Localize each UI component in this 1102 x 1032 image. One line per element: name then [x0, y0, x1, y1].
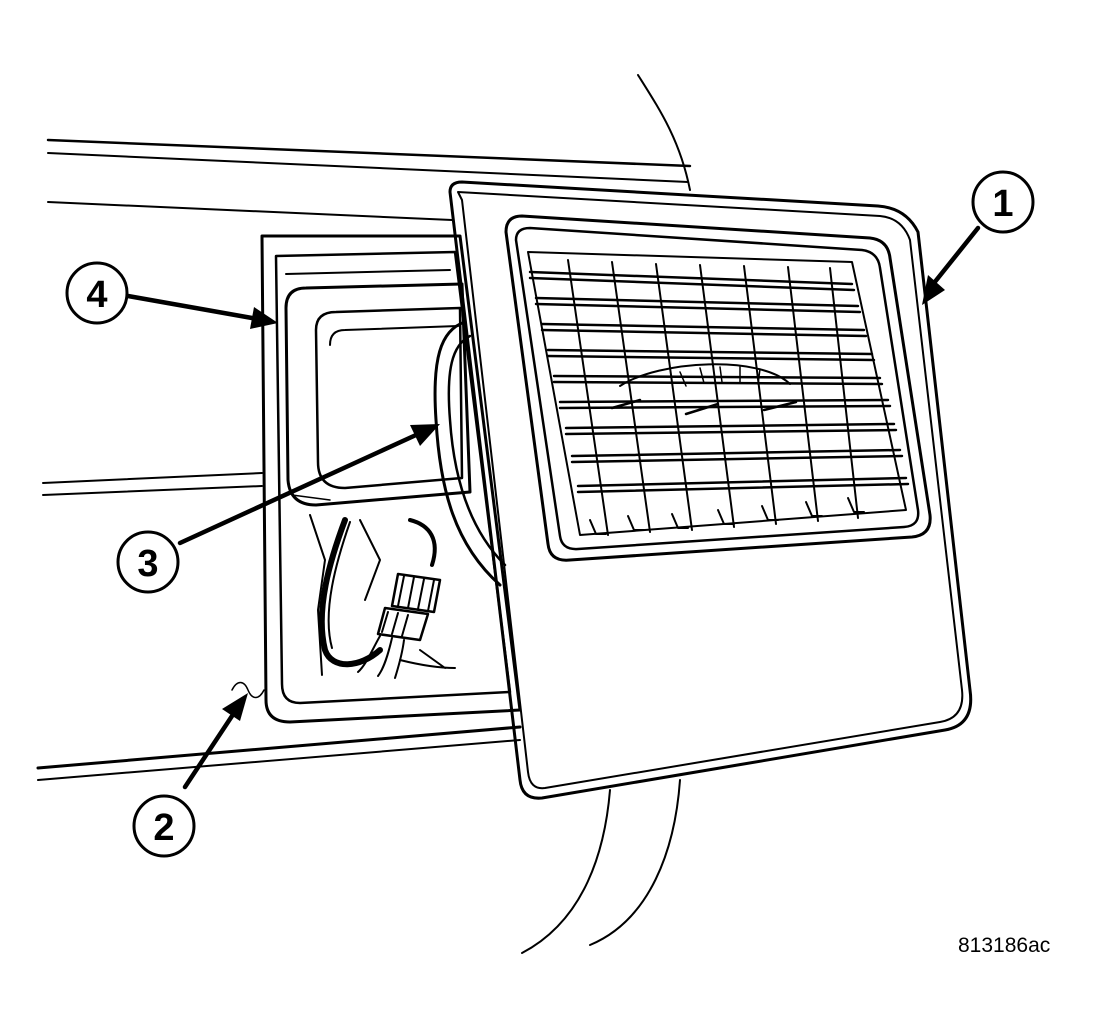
panel-opening [260, 234, 522, 724]
instrument-panel [36, 74, 692, 954]
vent-bezel [448, 180, 973, 800]
callout-3: 3 [116, 530, 180, 594]
callout-1-label: 1 [992, 183, 1013, 225]
wiring-harness [309, 514, 456, 679]
callout-1: 1 [971, 170, 1035, 234]
callout-4-label: 4 [86, 274, 107, 316]
figure-id: 813186ac [958, 934, 1051, 957]
callout-3-label: 3 [137, 543, 158, 585]
callout-2-label: 2 [153, 807, 174, 849]
callout-4: 4 [65, 261, 129, 325]
callout-2: 2 [132, 794, 196, 858]
leader-arrows [125, 225, 981, 790]
